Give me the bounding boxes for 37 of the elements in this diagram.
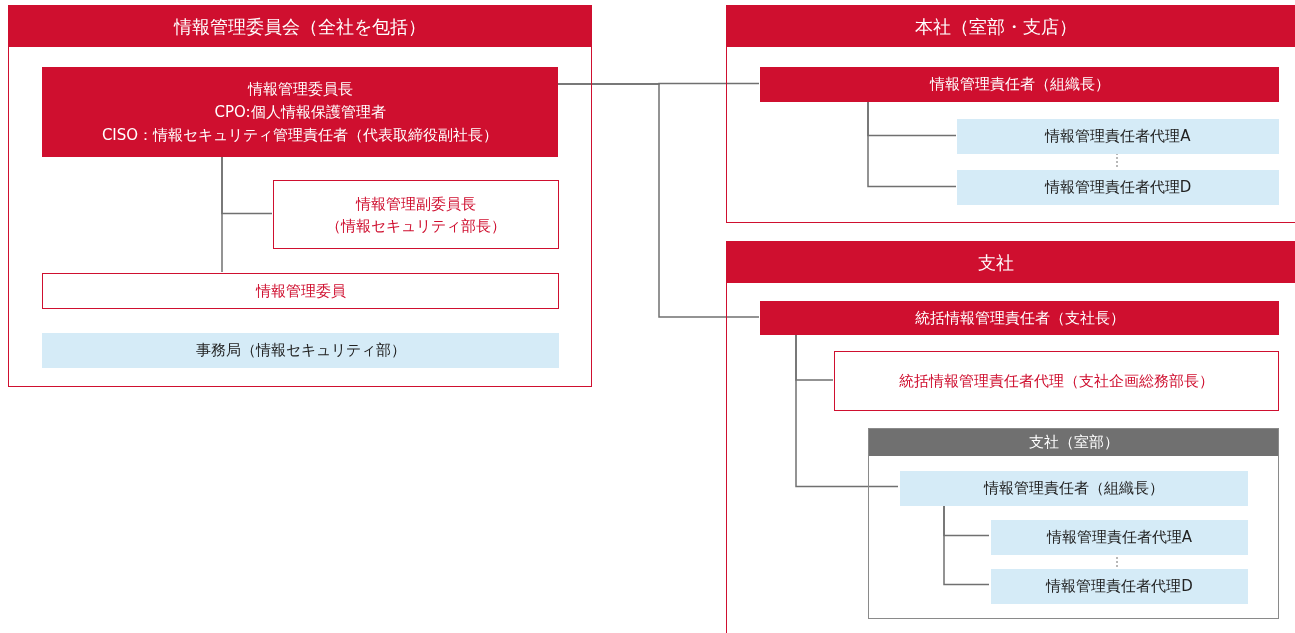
role-box	[42, 67, 558, 157]
group-frame	[726, 241, 1295, 633]
role-title: 情報管理責任者（組織長）	[929, 74, 1110, 95]
role-title: 情報管理副委員長（情報セキュリティ部長）	[325, 193, 507, 237]
role-title: 情報管理責任者代理D	[1046, 576, 1193, 598]
group-header: 支社	[726, 241, 1295, 283]
role-title: 事務局（情報セキュリティ部）	[195, 340, 406, 362]
role-box	[900, 471, 1248, 506]
connector-line	[795, 333, 899, 488]
group-header: 本社（室部・支店）	[726, 5, 1295, 47]
role-box	[991, 520, 1248, 555]
role-title: 統括情報管理責任者代理（支社企画総務部長）	[899, 371, 1214, 392]
role-box	[957, 170, 1279, 205]
group-header: 情報管理委員会（全社を包括）	[8, 5, 592, 47]
role-title: 情報管理責任者代理A	[1046, 527, 1193, 549]
role-title: 情報管理委員	[255, 281, 346, 302]
role-box	[42, 273, 559, 309]
role-box	[991, 569, 1248, 604]
group-frame	[868, 428, 1279, 619]
connector-line	[867, 100, 957, 188]
role-title: CPO:個人情報保護管理者	[214, 101, 386, 123]
role-box	[42, 333, 559, 368]
group-header: 支社（室部）	[869, 429, 1278, 456]
role-box	[760, 301, 1279, 335]
role-title: 統括情報管理責任者（支社長）	[914, 307, 1125, 329]
role-title: 情報管理責任者代理D	[1044, 177, 1192, 199]
group-frame	[726, 5, 1295, 223]
role-title: 情報管理責任者代理A	[1045, 126, 1191, 148]
role-title: CISO：情報セキュリティ管理責任者（代表取締役副社長）	[101, 124, 499, 146]
role-title: 情報管理委員長	[247, 78, 353, 100]
group-frame	[8, 5, 592, 387]
role-title: 情報管理責任者（組織長）	[984, 478, 1164, 500]
role-box	[957, 119, 1279, 154]
connector-line	[221, 155, 223, 273]
role-box	[834, 351, 1279, 411]
role-box	[273, 180, 559, 249]
role-box	[760, 67, 1279, 102]
